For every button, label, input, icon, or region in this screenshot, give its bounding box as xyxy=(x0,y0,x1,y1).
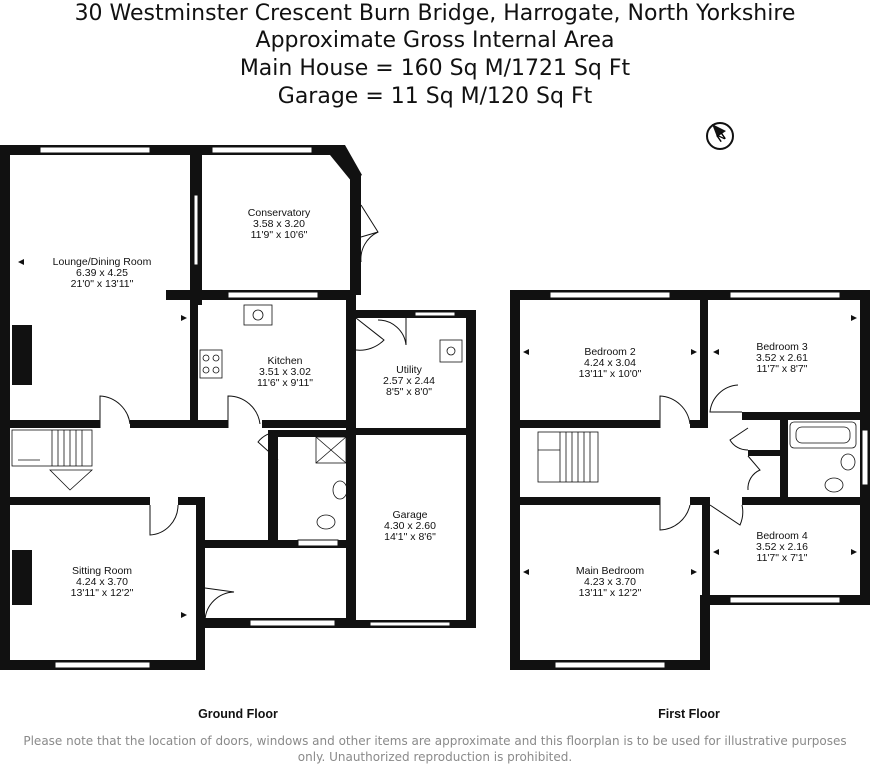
svg-text:3.52 x 2.16: 3.52 x 2.16 xyxy=(756,541,808,553)
svg-text:3.51 x 3.02: 3.51 x 3.02 xyxy=(259,366,311,378)
first-floor-plan xyxy=(510,290,870,670)
room-label-conservatory: Conservatory 3.58 x 3.20 11'9" x 10'6" xyxy=(248,207,311,241)
room-label-lounge: Lounge/Dining Room 6.39 x 4.25 21'0" x 1… xyxy=(53,256,152,290)
svg-text:8'5" x 8'0": 8'5" x 8'0" xyxy=(386,386,432,398)
svg-text:14'1" x 8'6": 14'1" x 8'6" xyxy=(384,531,436,543)
main-house-area: Main House = 160 Sq M/1721 Sq Ft xyxy=(239,56,631,81)
svg-text:13'11" x 12'2": 13'11" x 12'2" xyxy=(71,587,134,599)
first-floor-fittings xyxy=(789,421,857,493)
svg-text:Bedroom 2: Bedroom 2 xyxy=(584,346,636,358)
svg-text:3.58 x 3.20: 3.58 x 3.20 xyxy=(253,218,305,230)
svg-text:Kitchen: Kitchen xyxy=(267,355,302,367)
ground-floor-fittings xyxy=(199,304,463,530)
area-title: Approximate Gross Internal Area xyxy=(255,28,615,53)
svg-text:Sitting Room: Sitting Room xyxy=(72,565,132,577)
room-label-bedroom-2: Bedroom 2 4.24 x 3.04 13'11" x 10'0" xyxy=(579,346,642,380)
svg-text:11'9" x 10'6": 11'9" x 10'6" xyxy=(251,229,308,241)
room-label-main-bedroom: Main Bedroom 4.23 x 3.70 13'11" x 12'2" xyxy=(576,565,645,599)
svg-text:Lounge/Dining Room: Lounge/Dining Room xyxy=(53,256,152,268)
room-label-garage: Garage 4.30 x 2.60 14'1" x 8'6" xyxy=(384,509,436,543)
svg-text:6.39 x 4.25: 6.39 x 4.25 xyxy=(76,267,128,279)
svg-text:13'11" x 12'2": 13'11" x 12'2" xyxy=(579,587,642,599)
svg-text:4.23 x 3.70: 4.23 x 3.70 xyxy=(584,576,636,588)
svg-text:3.52 x 2.61: 3.52 x 2.61 xyxy=(756,352,808,364)
room-label-sitting-room: Sitting Room 4.24 x 3.70 13'11" x 12'2" xyxy=(71,565,134,599)
garage-area: Garage = 11 Sq M/120 Sq Ft xyxy=(277,84,593,109)
first-floor-stairs xyxy=(537,431,599,483)
svg-text:Main Bedroom: Main Bedroom xyxy=(576,565,645,577)
room-label-kitchen: Kitchen 3.51 x 3.02 11'6" x 9'11" xyxy=(257,355,313,389)
north-arrow-icon: N xyxy=(706,122,734,150)
ground-floor-windows xyxy=(39,146,456,669)
svg-text:4.24 x 3.04: 4.24 x 3.04 xyxy=(584,357,636,369)
dimension-markers xyxy=(18,259,857,618)
ground-floor-doors xyxy=(99,204,407,621)
room-label-utility: Utility 2.57 x 2.44 8'5" x 8'0" xyxy=(383,364,435,398)
disclaimer-text: Please note that the location of doors, … xyxy=(23,734,847,764)
svg-text:21'0" x 13'11": 21'0" x 13'11" xyxy=(71,278,134,290)
ground-floor-label: Ground Floor xyxy=(198,707,278,721)
svg-text:11'7" x 7'1": 11'7" x 7'1" xyxy=(757,552,808,564)
room-label-bedroom-3: Bedroom 3 3.52 x 2.61 11'7" x 8'7" xyxy=(756,341,808,375)
svg-text:Conservatory: Conservatory xyxy=(248,207,311,219)
svg-text:4.24 x 3.70: 4.24 x 3.70 xyxy=(76,576,128,588)
svg-text:Garage: Garage xyxy=(392,509,427,521)
property-address: 30 Westminster Crescent Burn Bridge, Har… xyxy=(74,1,796,26)
svg-text:11'6" x 9'11": 11'6" x 9'11" xyxy=(257,377,313,389)
svg-text:Bedroom 4: Bedroom 4 xyxy=(756,530,808,542)
svg-text:2.57 x 2.44: 2.57 x 2.44 xyxy=(383,375,435,387)
svg-text:13'11" x 10'0": 13'11" x 10'0" xyxy=(579,368,642,380)
ground-floor-stairs xyxy=(11,429,94,491)
svg-text:11'7" x 8'7": 11'7" x 8'7" xyxy=(757,363,808,375)
first-floor-doors xyxy=(659,384,761,531)
svg-text:4.30 x 2.60: 4.30 x 2.60 xyxy=(384,520,436,532)
first-floor-windows xyxy=(549,291,869,669)
svg-text:Bedroom 3: Bedroom 3 xyxy=(756,341,808,353)
first-floor-label: First Floor xyxy=(658,707,720,721)
room-label-bedroom-4: Bedroom 4 3.52 x 2.16 11'7" x 7'1" xyxy=(756,530,808,564)
svg-text:Utility: Utility xyxy=(396,364,422,376)
